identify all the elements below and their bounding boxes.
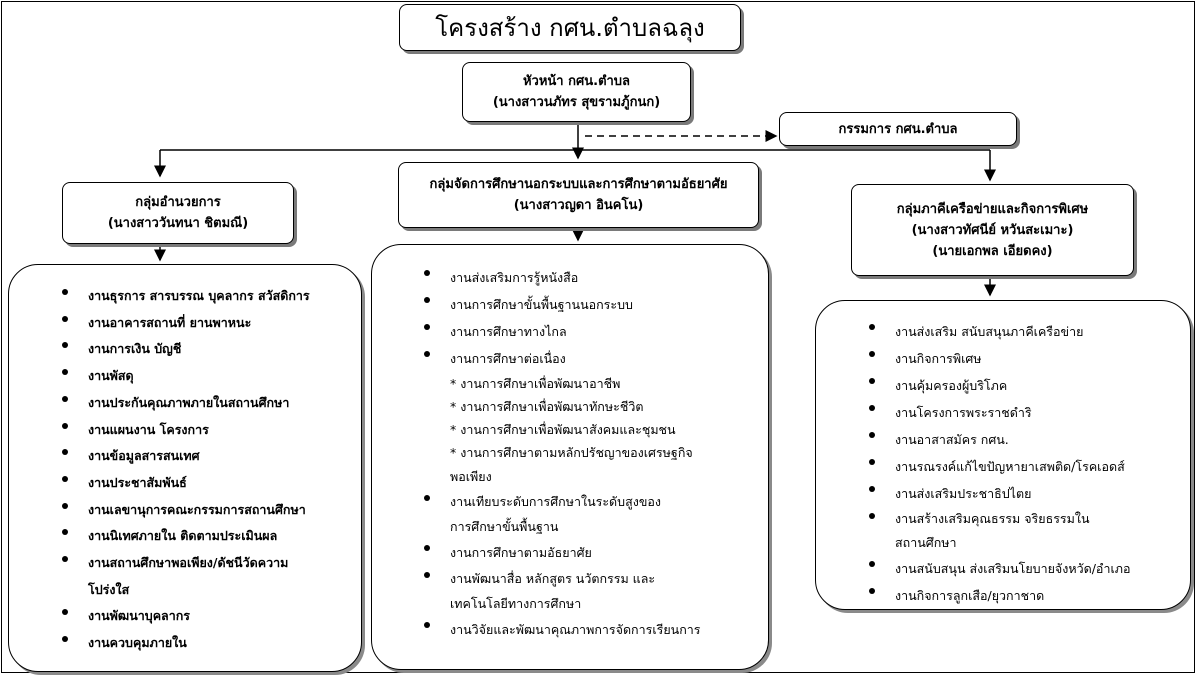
chart-title: โครงสร้าง กศน.ตำบลฉลุง [435, 14, 705, 42]
list-item: งานการเงิน บัญชี [48, 336, 310, 363]
right-task-list: งานส่งเสริม สนับสนุนภาคีเครือข่าย งานกิจ… [855, 318, 1130, 609]
list-item: งานประชาสัมพันธ์ [48, 470, 310, 497]
sub-item: * งานการศึกษาตามหลักปรัชญาของเศรษฐกิจ [450, 445, 693, 460]
right-group-box: กลุ่มภาคีเครือข่ายและกิจการพิเศษ (นางสาว… [851, 184, 1134, 276]
list-item: งานประกันคุณภาพภายในสถานศึกษา [48, 390, 310, 417]
list-item: งานส่งเสริมประชาธิปไตย [855, 480, 1130, 507]
chart-title-box: โครงสร้าง กศน.ตำบลฉลุง [399, 4, 741, 51]
committee-box: กรรมการ กศน.ตำบล [779, 112, 1017, 146]
list-item: งานสร้างเสริมคุณธรรม จริยธรรมใน [855, 507, 1130, 531]
sub-item: * งานการศึกษาเพื่อพัฒนาอาชีพ [450, 376, 621, 391]
center-group-title: กลุ่มจัดการศึกษานอกระบบและการศึกษาตามอัธ… [429, 177, 728, 192]
right-group-title: กลุ่มภาคีเครือข่ายและกิจการพิเศษ [896, 201, 1089, 217]
list-item: งานการศึกษาขั้นพื้นฐานนอกระบบ [410, 291, 701, 318]
list-item: งานธุรการ สารบรรณ บุคลากร สวัสดิการ [48, 283, 310, 310]
list-item: งานพัสดุ [48, 363, 310, 390]
center-task-list: งานส่งเสริมการรู้หนังสือ งานการศึกษาขั้น… [410, 264, 701, 643]
list-item: งานกิจการพิเศษ [855, 345, 1130, 372]
head-role: หัวหน้า กศน.ตำบล [522, 74, 631, 89]
list-item: งานเทียบระดับการศึกษาในระดับสูงของ [410, 489, 701, 514]
list-item: งานคุ้มครองผู้บริโภค [855, 372, 1130, 399]
list-item: งานสนับสนุน ส่งเสริมนโยบายจังหวัด/อำเภอ [855, 555, 1130, 582]
list-item: งานแผนงาน โครงการ [48, 417, 310, 444]
left-list-panel [8, 264, 362, 672]
right-list-panel [815, 300, 1191, 610]
center-group-box: กลุ่มจัดการศึกษานอกระบบและการศึกษาตามอัธ… [398, 162, 759, 228]
head-box: หัวหน้า กศน.ตำบล (นางสาวนภัทร สุขรามภู้ก… [462, 62, 691, 122]
sub-item: * งานการศึกษาเพื่อพัฒนาสังคมและชุมชน [450, 422, 676, 437]
list-item: งานรณรงค์แก้ไขปัญหายาเสพติด/โรคเอดส์ [855, 453, 1130, 480]
head-name: (นางสาวนภัทร สุขรามภู้กนก) [492, 95, 661, 110]
list-item: งานวิจัยและพัฒนาคุณภาพการจัดการเรียนการ [410, 616, 701, 643]
list-item: งานส่งเสริมการรู้หนังสือ [410, 264, 701, 291]
list-item-continuation: การศึกษาขั้นพื้นฐาน [450, 519, 559, 534]
list-item-continuation: โปร่งใส [88, 581, 130, 597]
list-item-continuation: พอเพียง [450, 469, 492, 484]
list-item-continuation: สถานศึกษา [895, 535, 957, 550]
list-item-continuation: เทคโนโลยีทางการศึกษา [450, 596, 582, 611]
list-item: งานการศึกษาต่อเนื่อง [410, 345, 701, 372]
list-item: งานเลขานุการคณะกรรมการสถานศึกษา [48, 497, 310, 524]
list-item: งานพัฒนาบุคลากร [48, 603, 310, 630]
left-group-box: กลุ่มอำนวยการ (นางสาววันทนา ชิตมณี) [62, 182, 294, 244]
list-item: งานอาสาสมัคร กศน. [855, 426, 1130, 453]
left-group-title: กลุ่มอำนวยการ [135, 195, 221, 210]
left-task-list: งานธุรการ สารบรรณ บุคลากร สวัสดิการ งานอ… [48, 283, 310, 657]
center-group-name: (นางสาวญดา อินคโน) [513, 198, 644, 213]
list-item: งานควบคุมภายใน [48, 630, 310, 657]
list-item: งานอาคารสถานที่ ยานพาหนะ [48, 310, 310, 337]
right-group-name: (นางสาวทัศนีย์ หวันสะเมาะ) [911, 222, 1074, 238]
list-item: งานโครงการพระราชดำริ [855, 399, 1130, 426]
list-item: งานนิเทศภายใน ติดตามประเมินผล [48, 523, 310, 550]
left-group-name: (นางสาววันทนา ชิตมณี) [107, 216, 249, 231]
list-item: งานกิจการลูกเสือ/ยุวกาชาด [855, 582, 1130, 609]
sub-item: * งานการศึกษาเพื่อพัฒนาทักษะชีวิต [450, 399, 644, 414]
center-list-panel [371, 244, 769, 670]
list-item: งานส่งเสริม สนับสนุนภาคีเครือข่าย [855, 318, 1130, 345]
list-item: งานการศึกษาตามอัธยาศัย [410, 539, 701, 566]
right-group-name-2: (นายเอกพล เอียดคง) [932, 243, 1053, 259]
list-item: งานข้อมูลสารสนเทศ [48, 443, 310, 470]
committee-label: กรรมการ กศน.ตำบล [838, 121, 958, 137]
list-item: งานการศึกษาทางไกล [410, 318, 701, 345]
list-item: งานสถานศึกษาพอเพียง/ดัชนีวัดความ [48, 550, 310, 577]
list-item: งานพัฒนาสื่อ หลักสูตร นวัตกรรม และ [410, 566, 701, 591]
